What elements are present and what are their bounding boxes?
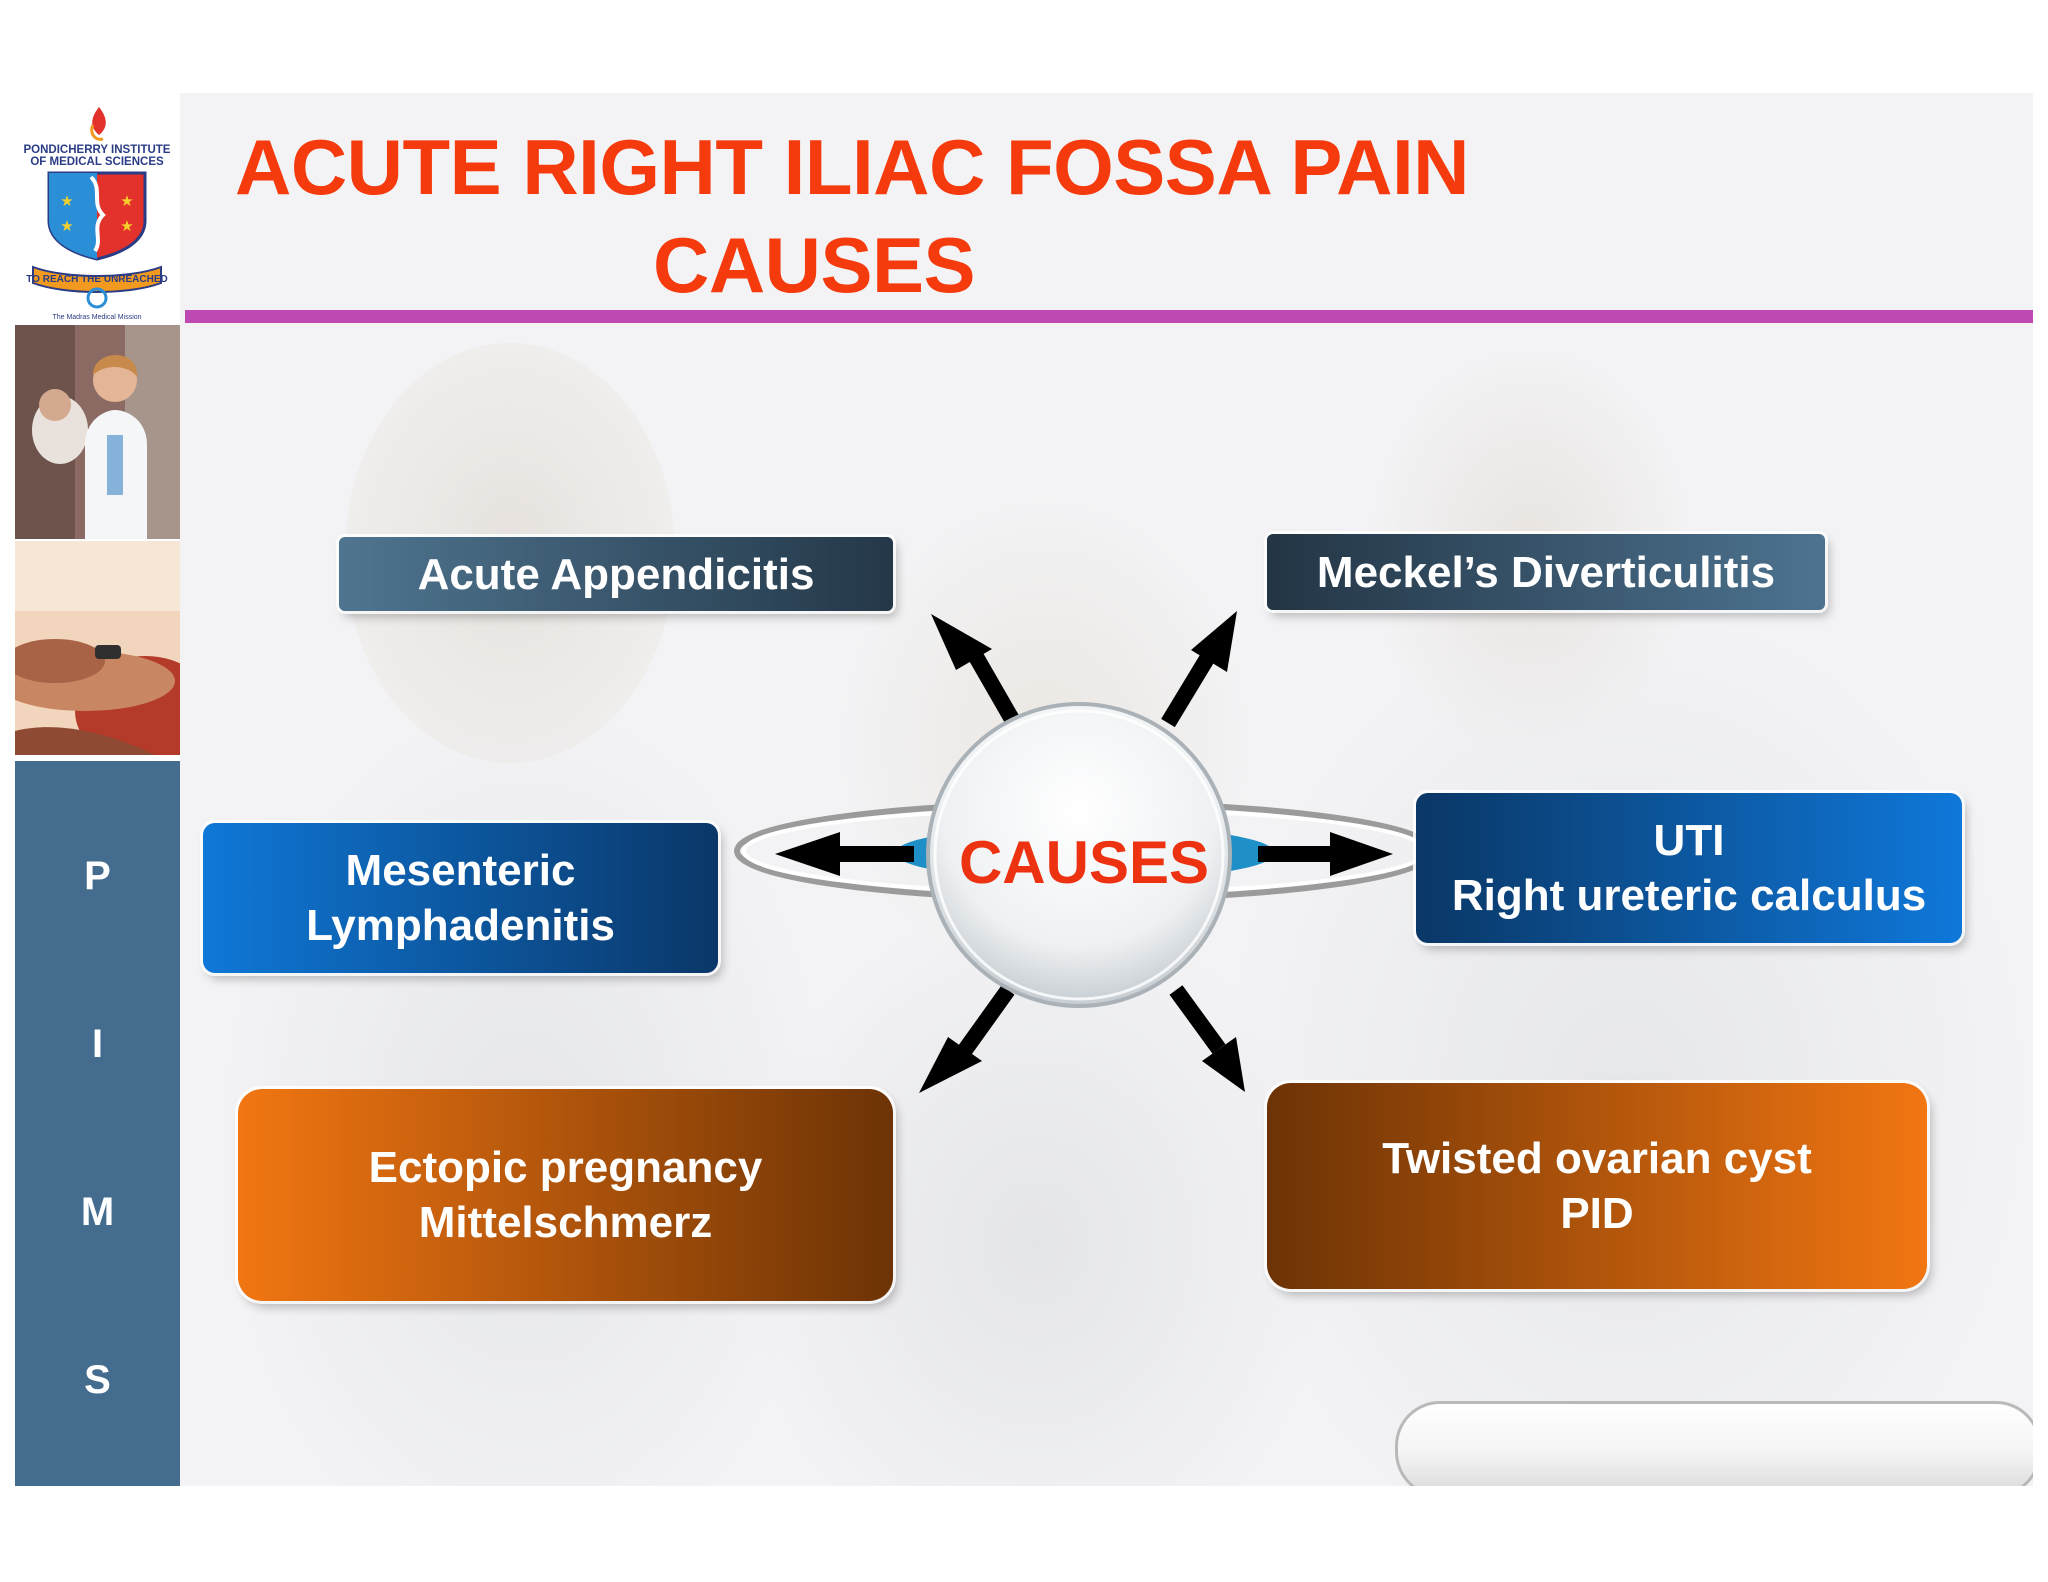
cause-label: Acute Appendicitis: [417, 549, 815, 599]
institute-logo: PONDICHERRY INSTITUTE OF MEDICAL SCIENCE…: [15, 93, 180, 323]
letter-p: P: [84, 854, 111, 898]
cause-label-line-1: UTI: [1653, 816, 1725, 865]
letter-m: M: [80, 1190, 115, 1234]
svg-text:★: ★: [120, 218, 133, 235]
svg-text:PONDICHERRY INSTITUTE: PONDICHERRY INSTITUTE: [24, 144, 171, 156]
doctor-photo: [15, 325, 180, 539]
svg-text:The Madras Medical Mission: The Madras Medical Mission: [52, 314, 141, 321]
cause-label-line-2: Lymphadenitis: [306, 901, 615, 950]
cause-label-line-2: Right ureteric calculus: [1451, 871, 1927, 920]
slide-title: ACUTE RIGHT ILIAC FOSSA PAIN CAUSES: [235, 118, 1715, 314]
sidebar: PONDICHERRY INSTITUTE OF MEDICAL SCIENCE…: [15, 93, 180, 1486]
cause-box-mesenteric-lymphadenitis: Mesenteric Lymphadenitis: [203, 823, 718, 973]
cause-label-line-2: PID: [1560, 1189, 1634, 1238]
blood-pressure-photo: [15, 541, 180, 755]
cause-label: Meckel’s Diverticulitis: [1316, 547, 1776, 597]
cause-label-line-2: Mittelschmerz: [418, 1198, 713, 1247]
cause-label-line-1: Twisted ovarian cyst: [1382, 1134, 1812, 1183]
svg-text:★: ★: [60, 218, 73, 235]
decorative-pill: [1395, 1401, 2033, 1486]
hub-circle: [926, 702, 1232, 1008]
svg-text:★: ★: [120, 193, 133, 210]
slide: PONDICHERRY INSTITUTE OF MEDICAL SCIENCE…: [15, 93, 2033, 1486]
svg-text:OF MEDICAL SCIENCES: OF MEDICAL SCIENCES: [30, 156, 164, 168]
cause-label-line-1: Ectopic pregnancy: [368, 1143, 763, 1192]
title-line-1: ACUTE RIGHT ILIAC FOSSA PAIN: [235, 123, 1470, 211]
cause-box-ectopic-pregnancy: Ectopic pregnancy Mittelschmerz: [238, 1089, 893, 1301]
svg-text:TO REACH THE UNREACHED: TO REACH THE UNREACHED: [26, 274, 168, 285]
pims-letters: P I M S: [15, 761, 180, 1486]
letter-s: S: [84, 1358, 111, 1402]
letter-i: I: [91, 1022, 104, 1066]
cause-box-acute-appendicitis: Acute Appendicitis: [339, 537, 893, 611]
hub-label: CAUSES: [958, 829, 1210, 896]
cause-label-line-1: Mesenteric: [345, 846, 576, 895]
title-divider: [185, 310, 2033, 323]
cause-box-uti: UTI Right ureteric calculus: [1416, 793, 1962, 943]
title-line-2: CAUSES: [653, 221, 976, 309]
arrow-diagram: [734, 611, 1436, 1093]
arrow-shafts: [840, 647, 1330, 1055]
arrow-heads: [775, 611, 1393, 1093]
svg-text:★: ★: [60, 193, 73, 210]
cause-box-meckels-diverticulitis: Meckel’s Diverticulitis: [1267, 534, 1825, 610]
cause-box-twisted-ovarian-cyst: Twisted ovarian cyst PID: [1267, 1083, 1927, 1289]
